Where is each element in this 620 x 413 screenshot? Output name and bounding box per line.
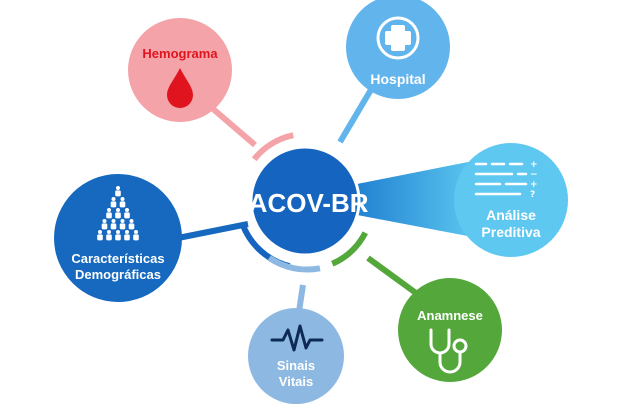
anamnese-label: Anamnese bbox=[417, 308, 483, 323]
arc-pink bbox=[251, 132, 295, 162]
analise-label-line1: Análise bbox=[486, 207, 536, 223]
pulse-icon bbox=[270, 324, 324, 352]
hospital-label: Hospital bbox=[370, 71, 425, 87]
data-rows-icon bbox=[474, 162, 528, 196]
node-analise-preditiva: + − + ? Análise Preditiva bbox=[454, 143, 568, 257]
connector-demograficas bbox=[177, 221, 249, 241]
node-hemograma: Hemograma bbox=[128, 18, 232, 122]
svg-text:+: + bbox=[530, 160, 538, 170]
center-label: IACOV-BR bbox=[241, 188, 368, 218]
demograficas-label-line1: Características bbox=[71, 251, 164, 266]
stethoscope-icon bbox=[429, 328, 468, 374]
svg-text:−: − bbox=[530, 170, 538, 180]
sinais-label-line2: Vitais bbox=[279, 374, 313, 389]
svg-text:+: + bbox=[530, 180, 538, 190]
connectors bbox=[177, 86, 478, 319]
svg-text:?: ? bbox=[530, 190, 535, 200]
arc-light-blue bbox=[267, 255, 321, 273]
blood-drop-icon bbox=[167, 68, 193, 108]
analise-label-line2: Preditiva bbox=[481, 224, 540, 240]
arc-green bbox=[331, 231, 368, 267]
connector-hemograma bbox=[210, 105, 257, 148]
demograficas-label-line2: Demográficas bbox=[75, 267, 161, 282]
beam-analise-preditiva bbox=[352, 160, 478, 238]
connector-hospital bbox=[337, 86, 375, 144]
center-arcs bbox=[240, 132, 368, 273]
node-anamnese: Anamnese bbox=[398, 278, 502, 382]
sinais-label-line1: Sinais bbox=[277, 358, 315, 373]
plus-minus-marks: + − + ? bbox=[530, 160, 538, 200]
node-hospital: Hospital bbox=[346, 0, 450, 99]
connector-anamnese bbox=[366, 255, 422, 299]
node-sinais-vitais: Sinais Vitais bbox=[248, 308, 344, 404]
center-node: IACOV-BR bbox=[241, 145, 369, 257]
medical-cross-icon bbox=[376, 16, 420, 60]
node-demograficas: Características Demográficas bbox=[54, 174, 182, 302]
hemograma-label: Hemograma bbox=[142, 46, 218, 61]
people-icon bbox=[97, 186, 139, 241]
